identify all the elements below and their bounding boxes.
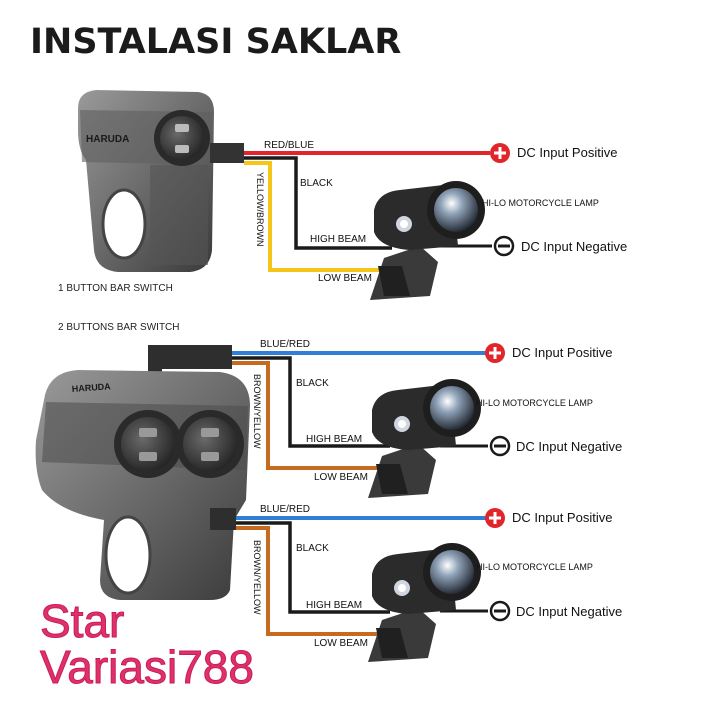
lamp-label: HI-LO MOTORCYCLE LAMP: [476, 398, 593, 408]
watermark-line-1: Star: [40, 595, 125, 647]
side-wire-label: YELLOW/BROWN: [255, 172, 265, 247]
low-beam-label: LOW BEAM: [314, 472, 368, 483]
positive-terminal-icon: [490, 143, 510, 163]
black-wire: [232, 356, 390, 448]
low-beam-label: LOW BEAM: [318, 273, 372, 284]
black-wire: [236, 521, 390, 614]
negative-terminal-icon: [489, 435, 511, 457]
side-wire-label: BROWN/YELLOW: [252, 374, 262, 449]
circuit-1: RED/BLUE BLACK HIGH BEAM LOW BEAM YELLOW…: [244, 140, 627, 300]
dc-negative-label: DC Input Negative: [516, 439, 622, 454]
lamp-label: HI-LO MOTORCYCLE LAMP: [482, 198, 599, 208]
motorcycle-lamp: [368, 379, 481, 498]
motorcycle-lamp: [368, 543, 481, 662]
yellow-brown-wire: [244, 161, 380, 272]
dc-negative-label: DC Input Negative: [521, 239, 627, 254]
switch-brand-label: HARUDA: [86, 134, 129, 145]
one-button-switch: HARUDA: [78, 90, 244, 272]
high-beam-label: HIGH BEAM: [306, 434, 362, 445]
dc-positive-label: DC Input Positive: [512, 510, 612, 525]
side-wire-label: BROWN/YELLOW: [252, 540, 262, 615]
dc-positive-label: DC Input Positive: [512, 345, 612, 360]
circuit-3: BLUE/RED BLACK HIGH BEAM LOW BEAM BROWN/…: [236, 504, 622, 662]
black-wire-label: BLACK: [300, 178, 333, 189]
dc-negative-label: DC Input Negative: [516, 604, 622, 619]
black-wire-label: BLACK: [296, 378, 329, 389]
watermark: Star Variasi788: [40, 595, 255, 693]
circuit-2: BLUE/RED BLACK HIGH BEAM LOW BEAM BROWN/…: [232, 339, 622, 498]
page-title: INSTALASI SAKLAR: [30, 22, 402, 62]
brown-yellow-wire: [236, 526, 378, 636]
two-button-switch: HARUDA: [35, 345, 250, 600]
black-wire-label: BLACK: [296, 543, 329, 554]
top-wire-label: RED/BLUE: [264, 140, 314, 151]
one-button-switch-caption: 1 BUTTON BAR SWITCH: [58, 283, 173, 294]
top-wire-label: BLUE/RED: [260, 339, 310, 350]
switch-brand-label: HARUDA: [71, 381, 111, 394]
positive-terminal-icon: [485, 343, 505, 363]
positive-terminal-icon: [485, 508, 505, 528]
lamp-label: HI-LO MOTORCYCLE LAMP: [476, 562, 593, 572]
low-beam-label: LOW BEAM: [314, 638, 368, 649]
brown-yellow-wire: [232, 361, 378, 470]
negative-terminal-icon: [489, 600, 511, 622]
two-button-switch-caption: 2 BUTTONS BAR SWITCH: [58, 322, 180, 333]
dc-positive-label: DC Input Positive: [517, 145, 617, 160]
high-beam-label: HIGH BEAM: [306, 600, 362, 611]
negative-terminal-icon: [493, 235, 515, 257]
high-beam-label: HIGH BEAM: [310, 234, 366, 245]
top-wire-label: BLUE/RED: [260, 504, 310, 515]
motorcycle-lamp: [370, 181, 485, 300]
black-wire: [244, 156, 392, 250]
watermark-line-2: Variasi788: [40, 641, 255, 693]
